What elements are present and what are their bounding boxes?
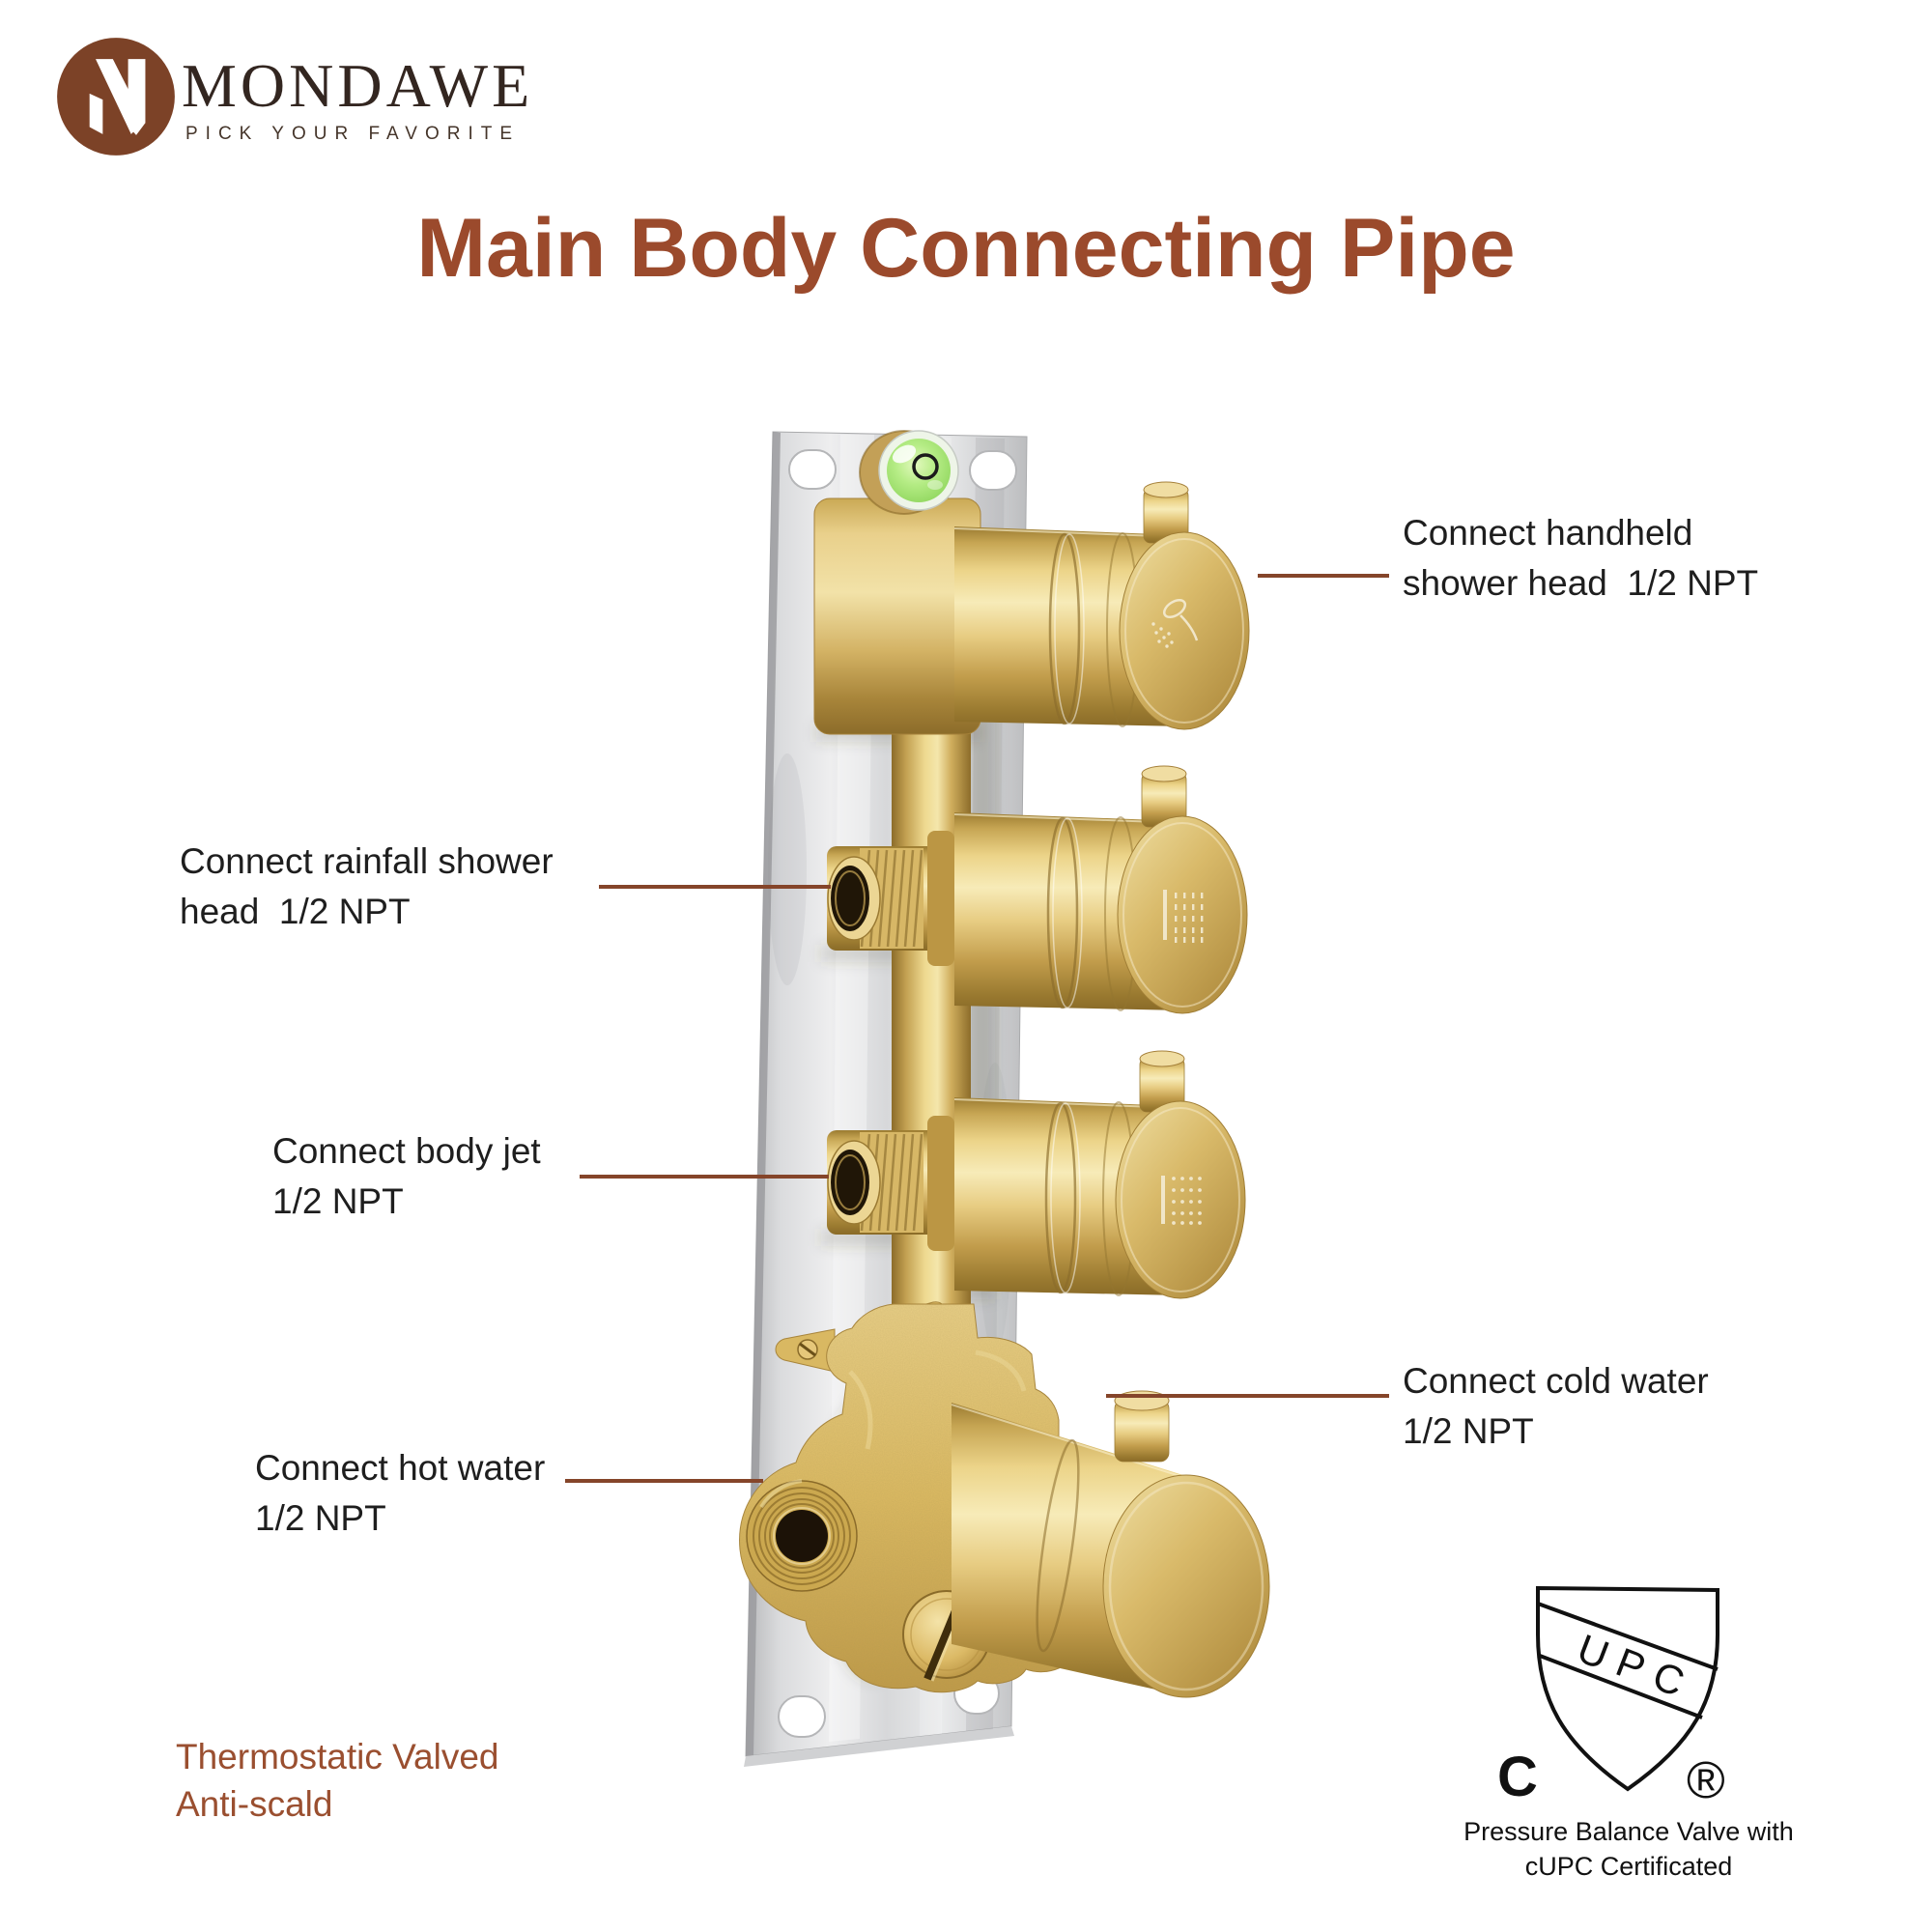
- leader-line-rainfall: [599, 885, 831, 889]
- leader-line-hot: [565, 1479, 763, 1483]
- knob-handheld: [953, 481, 1250, 730]
- knob-thermostatic: [951, 1390, 1270, 1698]
- callout-cold-line2: 1/2 NPT: [1403, 1411, 1534, 1451]
- bodyjet-outlet-port: [827, 1116, 954, 1251]
- callout-hot-line1: Connect hot water: [255, 1448, 546, 1488]
- brand-name: MONDAWE: [182, 51, 534, 120]
- feature-note-line2: Anti-scald: [176, 1784, 333, 1824]
- hot-inlet-port: [746, 1479, 858, 1592]
- leader-line-cold: [1106, 1394, 1389, 1398]
- cupc-shield-icon: U P C: [1536, 1585, 1719, 1792]
- registered-trademark-mark: ®: [1687, 1751, 1725, 1809]
- knob-rainfall: [953, 765, 1248, 1014]
- bodyjet-icon: [1161, 1176, 1202, 1225]
- brand-logo-icon: [57, 38, 175, 156]
- callout-rainfall-line1: Connect rainfall shower: [180, 841, 554, 881]
- brand-tagline: PICK YOUR FAVORITE: [185, 124, 521, 144]
- cert-caption-line1: Pressure Balance Valve with: [1463, 1817, 1794, 1846]
- cert-c-mark: C: [1497, 1746, 1538, 1808]
- cert-caption: Pressure Balance Valve with cUPC Certifi…: [1435, 1814, 1822, 1884]
- handheld-shower-icon: [1151, 598, 1199, 648]
- feature-note: Thermostatic Valved Anti-scald: [176, 1733, 499, 1828]
- callout-bodyjet: Connect body jet 1/2 NPT: [272, 1126, 541, 1227]
- callout-bodyjet-line1: Connect body jet: [272, 1131, 541, 1171]
- callout-rainfall: Connect rainfall shower head 1/2 NPT: [180, 837, 554, 937]
- page-title: Main Body Connecting Pipe: [416, 202, 1516, 295]
- callout-bodyjet-line2: 1/2 NPT: [272, 1181, 404, 1221]
- knob-bodyjet: [953, 1050, 1246, 1299]
- callout-rainfall-line2: head 1/2 NPT: [180, 892, 411, 931]
- callout-cold-line1: Connect cold water: [1403, 1361, 1709, 1401]
- rainfall-shower-icon: [1163, 890, 1204, 943]
- cert-caption-line2: cUPC Certificated: [1524, 1852, 1733, 1881]
- leader-line-handheld: [1258, 574, 1389, 578]
- callout-handheld: Connect handheld shower head 1/2 NPT: [1403, 508, 1758, 609]
- callout-hot: Connect hot water 1/2 NPT: [255, 1443, 545, 1544]
- callout-hot-line2: 1/2 NPT: [255, 1498, 386, 1538]
- callout-cold: Connect cold water 1/2 NPT: [1403, 1356, 1709, 1457]
- rainfall-outlet-port: [827, 831, 954, 966]
- leader-line-bodyjet: [580, 1175, 829, 1179]
- shield-letter-p: P: [1610, 1639, 1652, 1691]
- callout-handheld-line1: Connect handheld: [1403, 513, 1693, 553]
- feature-note-line1: Thermostatic Valved: [176, 1737, 499, 1776]
- level-indicator: [859, 430, 959, 515]
- callout-handheld-line2: shower head 1/2 NPT: [1403, 563, 1759, 603]
